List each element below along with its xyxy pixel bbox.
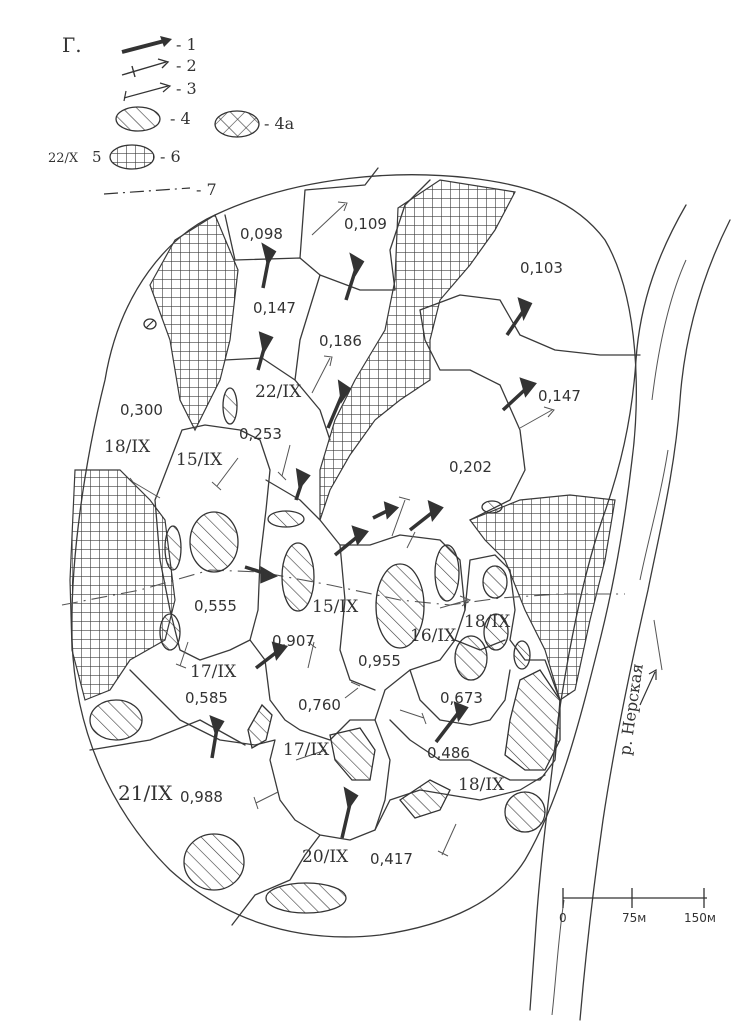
value-label: 0,147 — [253, 299, 296, 317]
legend-item-4: - 4 — [115, 106, 191, 132]
date-label: 21/IX — [118, 781, 173, 805]
value-label: 0,955 — [358, 652, 401, 670]
legend-item-4a: - 4а — [214, 110, 295, 138]
date-label: 18/IX — [104, 437, 151, 457]
river-label: р. Нерская — [615, 662, 647, 756]
date-label: 15/IX — [312, 597, 359, 617]
svg-text:- 2: - 2 — [176, 56, 197, 75]
legend: Г. - 1 - 2 - 3 - 4 - 4а 22/X 5 — [48, 33, 295, 199]
figure-letter: Г. — [62, 33, 82, 57]
value-label: 0,585 — [185, 689, 228, 707]
thick-arrow-icon — [121, 38, 169, 54]
value-label: 0,147 — [538, 387, 581, 405]
scale-label-0: 0 — [559, 911, 567, 925]
svg-text:- 1: - 1 — [176, 35, 197, 54]
value-label: 0,103 — [520, 259, 563, 277]
crosshatch-zones — [69, 179, 616, 701]
svg-text:- 7: - 7 — [196, 180, 217, 199]
ticked-arrow-icon — [121, 61, 167, 76]
internal-boundaries — [89, 167, 641, 926]
value-label: 0,555 — [194, 597, 237, 615]
value-label: 0,486 — [427, 744, 470, 762]
svg-text:- 4а: - 4а — [264, 114, 295, 133]
value-label: 0,109 — [344, 215, 387, 233]
value-label: 0,202 — [449, 458, 492, 476]
legend-item-1: - 1 — [121, 35, 197, 54]
svg-text:- 3: - 3 — [176, 79, 197, 98]
value-label: 0,673 — [440, 689, 483, 707]
svg-text:- 6: - 6 — [160, 147, 181, 166]
legend-item-7: - 7 — [103, 180, 217, 199]
date-label: 15/IX — [176, 450, 223, 470]
scale-label-150: 150м — [684, 911, 716, 925]
value-label: 0,988 — [180, 788, 223, 806]
legend-item-3: - 3 — [123, 79, 197, 102]
value-label: 0,417 — [370, 850, 413, 868]
dash-dot-line-icon — [103, 187, 191, 195]
date-label: 16/IX — [410, 626, 457, 646]
svg-text:- 4: - 4 — [170, 109, 191, 128]
value-label: 0,907 — [272, 632, 315, 650]
thick-arrows — [209, 242, 537, 839]
value-label: 0,760 — [298, 696, 341, 714]
sample-dates: 22/IX 18/IX 15/IX 15/IX 16/IX 18/IX 17/I… — [104, 382, 511, 867]
date-label: 17/IX — [283, 740, 330, 760]
thin-arrows — [129, 201, 555, 857]
site-boundary — [71, 174, 637, 938]
date-label: 22/IX — [255, 382, 302, 402]
date-symbol-example: 22/X — [48, 151, 79, 166]
hatched-ellipse-icon — [115, 106, 161, 132]
crosshatch-pattern-icon — [109, 144, 155, 170]
hatched-lenses — [89, 318, 561, 914]
crosshatched-ellipse-icon — [214, 110, 260, 138]
date-label: 20/IX — [302, 847, 349, 867]
value-label: 0,300 — [120, 401, 163, 419]
sample-values: 0,098 0,109 0,103 0,147 0,186 0,147 0,30… — [120, 215, 581, 868]
value-label: 0,186 — [319, 332, 362, 350]
date-label: 17/IX — [190, 662, 237, 682]
date-label: 18/IX — [464, 612, 511, 632]
value-label: 0,098 — [240, 225, 283, 243]
scale-bar: 0 75м 150м — [559, 888, 716, 925]
value-label: 0,253 — [239, 425, 282, 443]
flow-direction-arrow — [639, 671, 656, 706]
date-label: 18/IX — [458, 775, 505, 795]
dash-dot-line — [61, 569, 625, 606]
scale-label-75: 75м — [622, 911, 646, 925]
date-symbol-number: 5 — [92, 148, 102, 166]
legend-item-5-6: 22/X 5 - 6 — [48, 144, 181, 170]
legend-item-2: - 2 — [121, 56, 197, 78]
thin-arrow-icon — [123, 85, 169, 99]
